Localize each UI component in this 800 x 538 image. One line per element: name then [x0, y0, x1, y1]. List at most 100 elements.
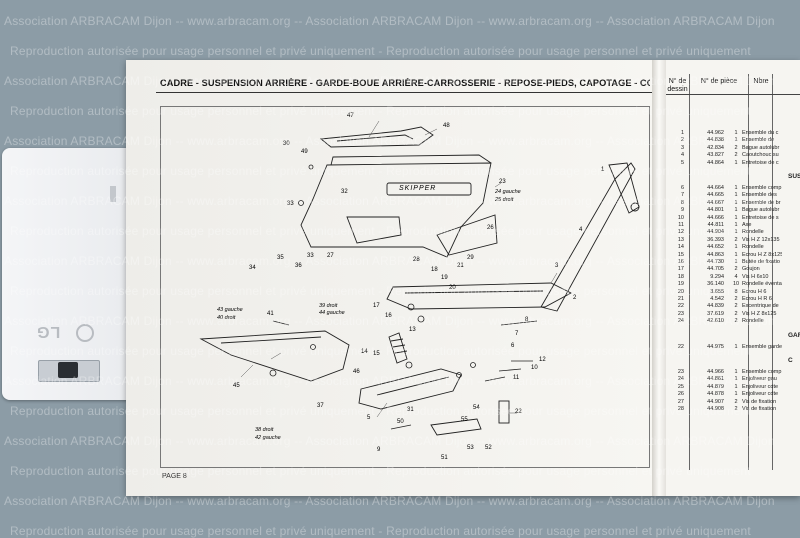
callout-32: 32	[341, 189, 348, 195]
saddlebag-cover-part	[300, 162, 492, 258]
callout-44: 44 gauche	[319, 310, 345, 316]
cell-q: 1	[734, 159, 738, 166]
watermark-text: Association ARBRACAM Dijon -- www.arbrac…	[4, 494, 775, 508]
callout-16: 16	[385, 313, 392, 319]
callout-42: 42 gauche	[255, 435, 281, 441]
callout-22: 22	[515, 409, 522, 415]
cell-n: 23	[677, 310, 684, 317]
callout-11: 11	[513, 375, 520, 381]
page-number: PAGE 8	[162, 473, 187, 480]
callout-12: 12	[539, 357, 546, 363]
section-heading: C	[788, 357, 793, 364]
cell-q: 1	[734, 383, 738, 390]
cell-n: 24	[677, 376, 684, 383]
cell-p: 3.655	[710, 288, 724, 295]
callout-30: 30	[283, 141, 290, 147]
cell-n: 6	[680, 185, 684, 191]
callout-25: 25 droit	[495, 197, 514, 203]
callout-24: 24 gauche	[495, 189, 521, 195]
section-heading: SUS	[788, 173, 800, 180]
cell-q: 1	[734, 137, 738, 144]
cell-p: 44.652	[707, 244, 724, 251]
cell-q: 1	[734, 207, 738, 214]
header-dessin: N° de dessin	[667, 78, 688, 93]
callout-29: 29	[467, 255, 474, 261]
cell-n: 26	[677, 391, 684, 398]
watermark-text: Association ARBRACAM Dijon -- www.arbrac…	[4, 14, 775, 28]
cell-n: 14	[677, 244, 684, 251]
cell-d: Excentrique de	[742, 303, 779, 310]
cell-d: Vis H Z 8x125	[742, 310, 777, 317]
callout-23: 23	[499, 179, 506, 185]
callout-50: 50	[397, 419, 404, 425]
cell-n: 2	[680, 137, 684, 144]
callout-48: 48	[443, 123, 450, 129]
cell-d: Axe	[742, 222, 752, 228]
cell-n: 17	[677, 266, 684, 273]
watermark-text: Reproduction autorisée pour usage person…	[10, 44, 751, 58]
cell-p: 44.904	[707, 229, 724, 236]
cell-p: 44.667	[707, 199, 724, 206]
cell-q: 2	[734, 398, 738, 405]
cell-p: 4.542	[710, 296, 724, 302]
footrest-floor-part	[199, 330, 350, 382]
cell-d: Rondelle	[742, 318, 764, 325]
cell-p: 44.975	[707, 343, 724, 350]
callout-33: 33	[287, 201, 294, 207]
callout-26: 26	[487, 225, 494, 231]
cell-p: 43.827	[707, 152, 724, 159]
title-divider	[156, 92, 654, 93]
cell-q: 1	[734, 369, 738, 375]
rack-top-part	[319, 126, 434, 148]
rack-top-inner	[336, 134, 414, 142]
section-heading: GAR	[788, 331, 800, 339]
cell-d: Butée de fixatio	[742, 259, 780, 265]
cell-d: Caoutchouc su	[742, 152, 779, 159]
cell-q: 1	[734, 199, 738, 206]
cell-p: 44.861	[707, 376, 724, 383]
cell-p: 44.705	[707, 266, 724, 273]
callout-27: 27	[327, 253, 334, 259]
cell-p: 44.878	[707, 391, 724, 398]
bracket-22-part	[498, 400, 510, 424]
cell-q: 1	[734, 192, 738, 199]
cell-n: 16	[677, 259, 684, 265]
cell-q: 1	[734, 214, 738, 221]
callout-10: 10	[531, 365, 538, 371]
callout-37: 37	[317, 403, 324, 409]
cell-d: Goujon	[742, 266, 760, 273]
cell-d: Ensemble du c	[742, 130, 779, 136]
callout-39: 39 droit	[319, 303, 338, 309]
cell-p: 44.864	[707, 159, 724, 166]
skipper-badge-shape	[386, 182, 472, 196]
callout-18: 18	[431, 267, 438, 273]
callout-40: 40 droit	[217, 315, 236, 321]
cell-n: 7	[680, 192, 684, 199]
footrest-rib	[220, 336, 322, 344]
callout-51: 51	[441, 455, 448, 461]
cell-q: 1	[734, 376, 738, 383]
left-page: CADRE - SUSPENSION ARRIÈRE - GARDE-BOUE …	[126, 60, 656, 496]
cell-n: 28	[677, 406, 684, 412]
callout-19: 19	[441, 275, 448, 281]
swing-arm-inner	[376, 376, 450, 396]
cell-p: 37.619	[707, 310, 724, 317]
cell-n: 4	[680, 152, 684, 159]
callout-43: 43 gauche	[217, 307, 243, 313]
phone-brand-logo: LG	[36, 323, 61, 340]
